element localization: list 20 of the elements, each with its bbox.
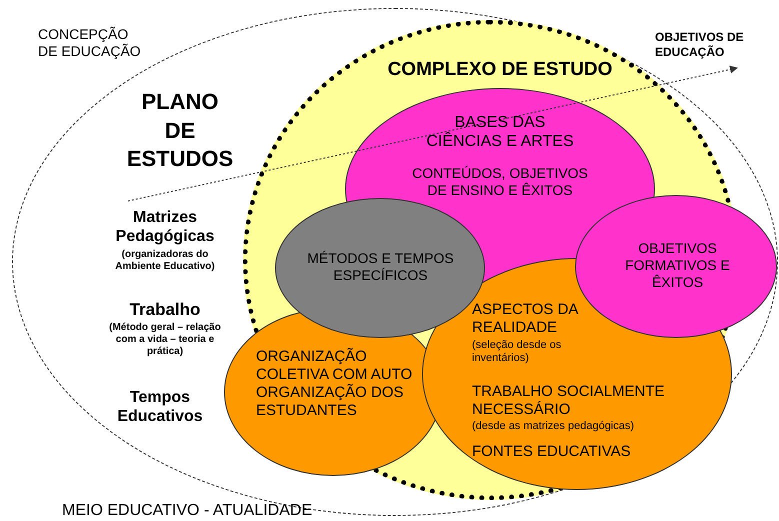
ellipse-text: ORGANIZAÇÃO COLETIVA COM AUTO ORGANIZAÇÃO DOS ESTUDANTES [256, 348, 414, 420]
ellipse-text: CONCEPÇÃO DE EDUCAÇÃO [38, 26, 142, 60]
annotation-text: OBJETIVOS DE EDUCAÇÃO [655, 30, 745, 68]
heading-text: Matrizes Pedagógicas [114, 208, 216, 246]
note-text: (Método geral – relação com a vida – teoria e prática) [108, 322, 222, 358]
heading-text: Tempos Educativos [116, 388, 204, 426]
dotted-arrow [128, 66, 738, 202]
note-text: (desde as matrizes pedagógicas) [472, 420, 636, 434]
title-text: PLANO DE ESTUDOS [126, 88, 234, 174]
heading-text: Trabalho [128, 300, 202, 320]
ellipse-text: CONTEÚDOS, OBJETIVOS DE ENSINO E ÊXITOS [411, 165, 589, 199]
note-text: (organizadoras do Ambiente Educativo) [114, 249, 216, 273]
note-text: (seleção desde os inventários) [472, 339, 562, 366]
ellipse-text: MÉTODOS E TEMPOS ESPECÍFICOS [306, 250, 455, 284]
ellipse-text: ASPECTOS DA REALIDADE [472, 301, 580, 337]
ellipse-text: OBJETIVOS FORMATIVOS E ÊXITOS [624, 240, 731, 290]
ellipse-text: FONTES EDUCATIVAS [472, 443, 632, 461]
heading-text: COMPLEXO DE ESTUDO [386, 59, 614, 82]
ellipse-text: MEIO EDUCATIVO - ATUALIDADE [62, 501, 314, 520]
ellipse-text: TRABALHO SOCIALMENTE NECESSÁRIO [472, 383, 666, 419]
